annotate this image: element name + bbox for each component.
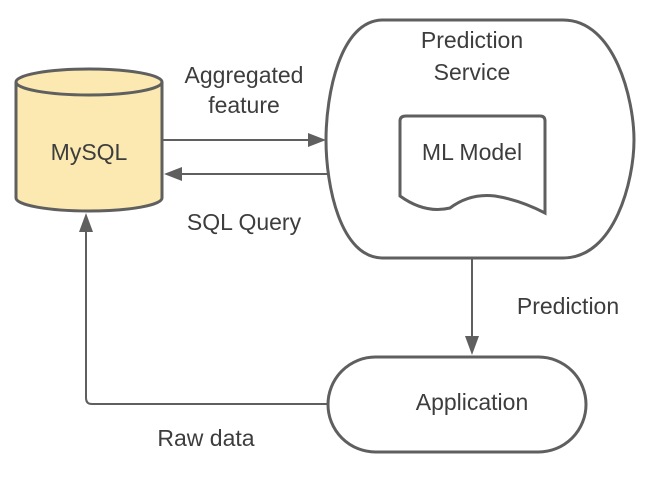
edge-sql-query: SQL Query	[164, 167, 327, 235]
arrowhead-up-icon	[79, 213, 93, 232]
aggregated-feature-label-line2: feature	[208, 92, 280, 118]
ml-model-document-shape	[398, 114, 547, 216]
mysql-node[interactable]: MySQL	[14, 67, 164, 213]
ml-model-node[interactable]: ML Model	[398, 114, 547, 216]
prediction-service-label-line2: Service	[434, 59, 511, 85]
mysql-cylinder-body	[14, 82, 164, 213]
raw-data-line	[85, 232, 328, 405]
arrowhead-down-icon	[465, 336, 479, 355]
edge-raw-data: Raw data	[79, 213, 328, 451]
ml-model-label: ML Model	[422, 139, 522, 165]
edge-aggregated-feature: Aggregated feature	[162, 62, 326, 147]
edge-prediction: Prediction	[465, 259, 619, 355]
prediction-service-label-line1: Prediction	[421, 27, 523, 53]
aggregated-feature-label-line1: Aggregated	[185, 62, 304, 88]
application-node[interactable]: Application	[326, 355, 588, 454]
mysql-label: MySQL	[51, 139, 128, 165]
sql-query-label: SQL Query	[187, 209, 302, 235]
mysql-cylinder-top	[14, 67, 164, 97]
arrowhead-left-icon	[164, 167, 182, 181]
arrowhead-right-icon	[308, 133, 326, 147]
prediction-label: Prediction	[517, 293, 619, 319]
raw-data-label: Raw data	[157, 425, 254, 451]
application-label: Application	[416, 389, 529, 415]
